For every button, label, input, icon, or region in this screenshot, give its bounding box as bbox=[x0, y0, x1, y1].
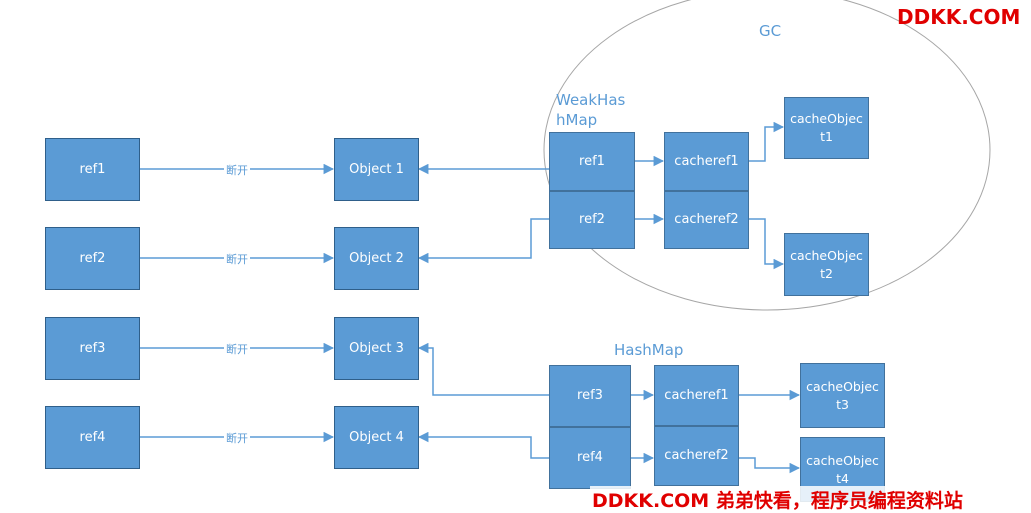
weakmap-cacheref1: cacheref1 bbox=[664, 132, 749, 191]
watermark-bottom: DDKK.COM 弟弟快看，程序员编程资料站 bbox=[590, 486, 965, 513]
object-box-1: Object 1 bbox=[334, 138, 419, 201]
weakmap-entry-ref1: ref1 bbox=[549, 132, 635, 191]
disconnect-label-1: 断开 bbox=[224, 162, 250, 178]
object-box-4: Object 4 bbox=[334, 406, 419, 469]
weakmap-entry-ref2: ref2 bbox=[549, 191, 635, 249]
ref-box-2: ref2 bbox=[45, 227, 140, 290]
hashmap-entry-ref4: ref4 bbox=[549, 427, 631, 489]
hashmap-label: HashMap bbox=[614, 341, 684, 359]
ref-box-1: ref1 bbox=[45, 138, 140, 201]
edge-cacheref2-cacheobject2 bbox=[749, 218, 785, 270]
disconnect-label-4: 断开 bbox=[224, 430, 250, 446]
weakmap-cacheref2: cacheref2 bbox=[664, 191, 749, 249]
edge-cacheref1-cacheobject1 bbox=[749, 121, 785, 162]
hashmap-cacheref2: cacheref2 bbox=[654, 426, 739, 486]
hashmap-entry-ref3: ref3 bbox=[549, 365, 631, 427]
cache-object-2: cacheObject2 bbox=[784, 233, 869, 296]
cache-object-3: cacheObject3 bbox=[800, 363, 885, 428]
ref-box-4: ref4 bbox=[45, 406, 140, 469]
watermark-top: DDKK.COM bbox=[897, 5, 1021, 29]
disconnect-label-2: 断开 bbox=[224, 251, 250, 267]
object-box-2: Object 2 bbox=[334, 227, 419, 290]
weakhashmap-label: WeakHashMap bbox=[556, 91, 626, 129]
cache-object-1: cacheObject1 bbox=[784, 97, 869, 159]
gc-ellipse bbox=[543, 0, 991, 311]
edge-hash-ref4-object4 bbox=[417, 431, 549, 459]
edge-cacheref4-cacheobject4 bbox=[739, 457, 801, 474]
edge-hash-ref3-object3 bbox=[417, 342, 549, 396]
hashmap-cacheref1: cacheref1 bbox=[654, 365, 739, 426]
ref-box-3: ref3 bbox=[45, 317, 140, 380]
edge-weak-ref2-object2 bbox=[417, 218, 549, 264]
gc-label: GC bbox=[759, 22, 782, 40]
object-box-3: Object 3 bbox=[334, 317, 419, 380]
disconnect-label-3: 断开 bbox=[224, 341, 250, 357]
